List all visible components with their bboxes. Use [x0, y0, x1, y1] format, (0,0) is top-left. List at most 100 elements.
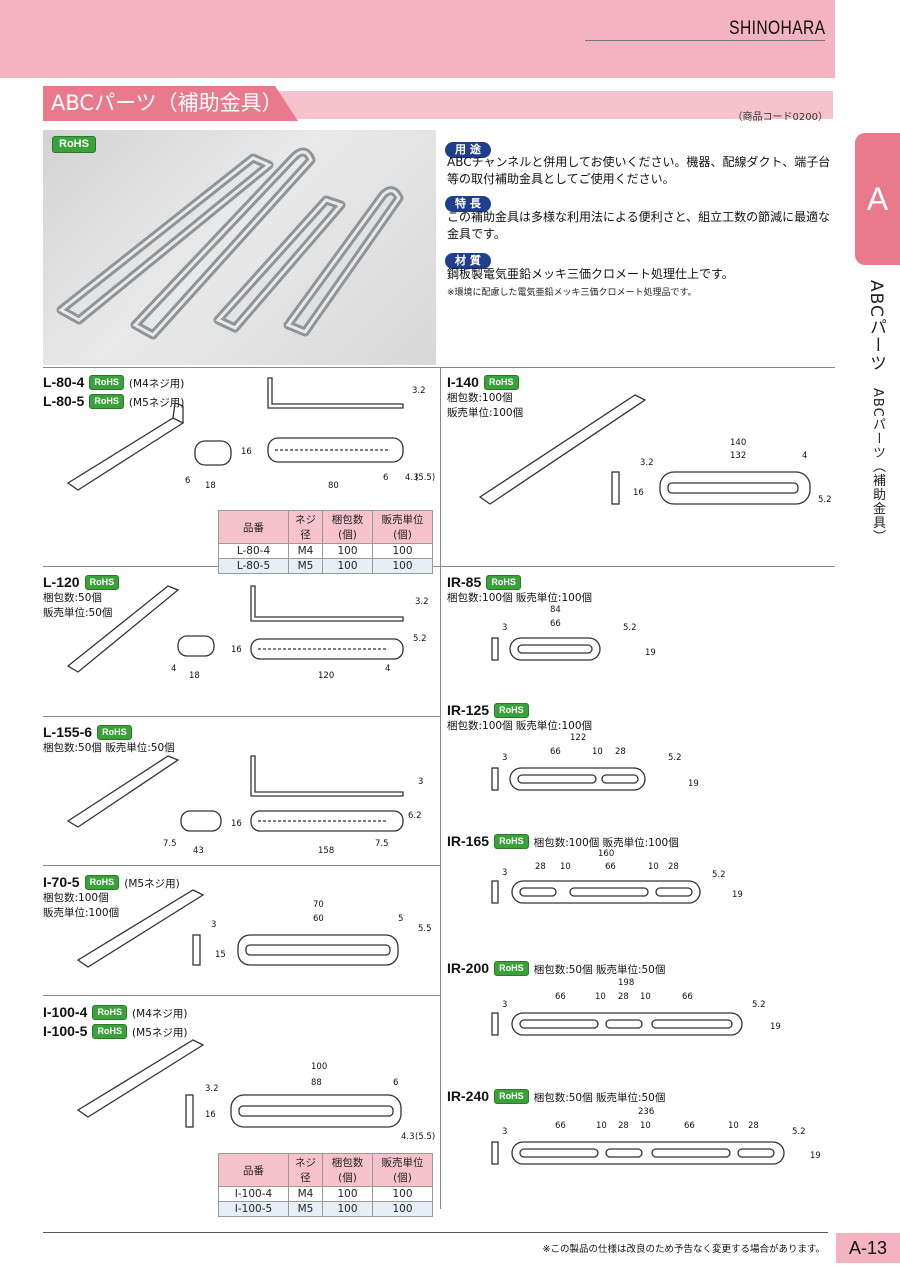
cell: L-80-4 — [218, 543, 289, 559]
screw-note: (M5ネジ用) — [132, 1027, 188, 1039]
dim-label: 158 — [318, 846, 334, 856]
page-number: A-13 — [836, 1233, 900, 1263]
l155-drawing: 3 6.2 16 7.5 43 158 7.5 — [66, 755, 423, 856]
dim-label: 80 — [328, 481, 339, 491]
dim-label: 66 — [684, 1121, 695, 1131]
dim-label: 66 — [555, 992, 566, 1002]
l80-drawing: 3.2 16 6 18 80 6 4.3 (5.5) — [66, 377, 435, 491]
dim-label: 5.2 — [752, 1000, 766, 1010]
product-name: IR-165 — [447, 833, 490, 849]
material-note: ※環境に配慮した電気亜鉛メッキ三価クロメート処理品です。 — [447, 288, 697, 298]
rohs-badge: RoHS — [84, 875, 120, 890]
dim-label: 5.2 — [712, 870, 726, 880]
unit-text: 販売単位:50個 — [43, 607, 113, 619]
rohs-badge: RoHS — [486, 575, 521, 590]
dim-label: 43 — [193, 846, 204, 856]
dim-label: 66 — [605, 862, 616, 872]
th: ネジ径 — [288, 1153, 323, 1187]
unit-text: 販売単位:100個 — [43, 907, 120, 919]
subcategory-vertical: ABCパーツ（補助金具） — [870, 388, 885, 544]
cell: 100 — [372, 1186, 433, 1202]
cell: M4 — [288, 1186, 323, 1202]
dim-label: 10 — [560, 862, 571, 872]
dim-label: 100 — [311, 1062, 327, 1072]
screw-note: (M5ネジ用) — [128, 397, 185, 409]
dim-label: 132 — [730, 451, 746, 461]
dim-label: 5.5 — [418, 924, 432, 934]
pack-text: 梱包数:50個 — [43, 592, 102, 604]
header-band — [0, 0, 835, 78]
cell: 100 — [322, 558, 373, 574]
divider — [43, 995, 440, 996]
product-name: L-155-6 — [43, 724, 93, 740]
screw-note: (M4ネジ用) — [128, 378, 185, 390]
ir125-drawing: 122 66 10 28 3 5.2 19 — [491, 733, 699, 791]
footer-divider — [43, 1232, 828, 1233]
product-name: I-70-5 — [43, 874, 80, 890]
l120-drawing: 3.2 5.2 16 4 18 120 4 — [66, 585, 429, 681]
cell: M5 — [288, 558, 323, 574]
cell: 100 — [372, 558, 433, 574]
dim-label: 120 — [318, 671, 334, 681]
brand-name: SHINOHARA — [728, 18, 825, 39]
dim-label: 19 — [810, 1151, 821, 1161]
pack-text: 梱包数:50個 販売単位:50個 — [533, 964, 666, 976]
dim-label: 5.2 — [668, 753, 682, 763]
dim-label: 18 — [189, 671, 200, 681]
rohs-badge: RoHS — [89, 394, 124, 409]
dim-label: 3.2 — [205, 1084, 219, 1094]
unit-text: 販売単位:100個 — [447, 407, 524, 419]
i100-drawing: 100 88 6 3.2 16 4.3 (5.5) — [76, 1039, 435, 1142]
material-text: 鋼板製電気亜鉛メッキ三価クロメート処理仕上です。 — [447, 267, 734, 281]
dim-label: 3 — [502, 1000, 507, 1010]
category-vertical: ABCパーツ — [866, 280, 886, 372]
cell: M4 — [288, 543, 323, 559]
dim-label: 5 — [398, 914, 403, 924]
dim-label: 7.5 — [163, 839, 177, 849]
dim-label: (5.5) — [415, 473, 435, 483]
section-tab[interactable]: A — [855, 133, 900, 265]
dim-label: 28 — [668, 862, 679, 872]
rohs-badge: RoHS — [494, 703, 529, 718]
th: 梱包数(個) — [322, 1153, 373, 1187]
product-name: IR-240 — [447, 1088, 490, 1104]
dim-label: 16 — [205, 1110, 216, 1120]
dim-label: (5.5) — [415, 1132, 435, 1142]
dim-label: 3.2 — [412, 386, 426, 396]
product-name: I-100-4 — [43, 1004, 88, 1020]
dim-label: 5.2 — [792, 1127, 806, 1137]
screw-note: (M4ネジ用) — [132, 1008, 188, 1020]
feature-text: この補助金具は多様な利用法による便利さと、組立工数の節減に最適な金具です。 — [447, 210, 831, 241]
dim-label: 3 — [502, 623, 507, 633]
rohs-badge: RoHS — [92, 1005, 127, 1020]
dim-label: 3 — [502, 753, 507, 763]
cell: I-100-5 — [218, 1201, 289, 1217]
th: 販売単位(個) — [372, 1153, 433, 1187]
dim-label: 10 — [648, 862, 659, 872]
dim-label: 6 — [185, 476, 190, 486]
dim-label: 28 — [618, 1121, 629, 1131]
dim-label: 28 — [618, 992, 629, 1002]
dim-label: 3.2 — [640, 458, 654, 468]
dim-label: 236 — [638, 1107, 654, 1117]
dim-label: 4 — [802, 451, 807, 461]
pack-text: 梱包数:100個 — [447, 392, 513, 404]
divider — [43, 716, 440, 717]
ir85-drawing: 84 66 3 5.2 19 — [491, 605, 656, 661]
pack-text: 梱包数:100個 — [43, 892, 109, 904]
th: 品番 — [218, 510, 289, 544]
dim-label: 4.3 — [405, 473, 419, 483]
th: 梱包数(個) — [322, 510, 373, 544]
pack-text: 梱包数:100個 販売単位:100個 — [533, 837, 679, 849]
dim-label: 16 — [231, 819, 242, 829]
use-pill: 用 途 — [445, 142, 491, 158]
th: 販売単位(個) — [372, 510, 433, 544]
dim-label: 3 — [502, 1127, 507, 1137]
dim-label: 19 — [770, 1022, 781, 1032]
cell: 100 — [322, 1186, 373, 1202]
dim-label: 3 — [502, 868, 507, 878]
cell: I-100-4 — [218, 1186, 289, 1202]
pack-text: 梱包数:50個 販売単位:50個 — [43, 742, 175, 754]
